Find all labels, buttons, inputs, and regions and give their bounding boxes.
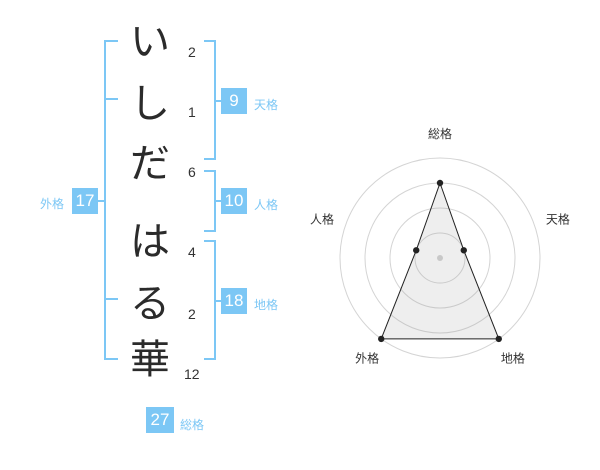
gaikaku-label: 外格 — [40, 197, 65, 211]
tenkaku-badge: 9 — [221, 88, 247, 114]
stroke-count-5: 2 — [188, 306, 196, 322]
gaikaku-badge: 17 — [72, 188, 98, 214]
radar-point — [378, 335, 385, 343]
radar-axis-label: 天格 — [546, 212, 570, 227]
stroke-count-4: 4 — [188, 244, 196, 260]
radar-ring — [339, 157, 541, 359]
stroke-count-3: 6 — [188, 164, 196, 180]
radar-axis-label: 外格 — [355, 350, 379, 365]
radar-axis-label: 人格 — [310, 212, 334, 227]
radar-point — [436, 179, 444, 187]
name-char-1: い — [130, 19, 170, 65]
name-char-3: だ — [130, 141, 170, 187]
chikaku-badge: 18 — [221, 288, 247, 314]
radar-axis-label: 総格 — [428, 126, 452, 141]
chikaku-label: 地格 — [254, 298, 279, 312]
radar-ring — [414, 232, 466, 284]
radar-point — [413, 247, 420, 254]
radar-ring — [389, 207, 491, 309]
radar-point — [495, 335, 502, 343]
name-char-6: 華 — [130, 337, 170, 383]
tenkaku-label: 天格 — [254, 98, 279, 112]
stroke-count-6: 12 — [184, 366, 200, 382]
soukaku-label: 総格 — [180, 418, 205, 432]
name-char-2: し — [130, 81, 170, 127]
name-char-4: は — [130, 219, 170, 265]
soukaku-badge: 27 — [146, 407, 174, 433]
radar-center-dot — [437, 255, 443, 261]
radar-point — [460, 247, 467, 254]
stroke-count-2: 1 — [188, 104, 196, 120]
stroke-count-1: 2 — [188, 44, 196, 60]
jinkaku-label: 人格 — [254, 198, 279, 212]
jinkaku-badge: 10 — [221, 188, 247, 214]
name-char-5: る — [130, 281, 170, 327]
radar-axis-label: 地格 — [501, 350, 525, 365]
